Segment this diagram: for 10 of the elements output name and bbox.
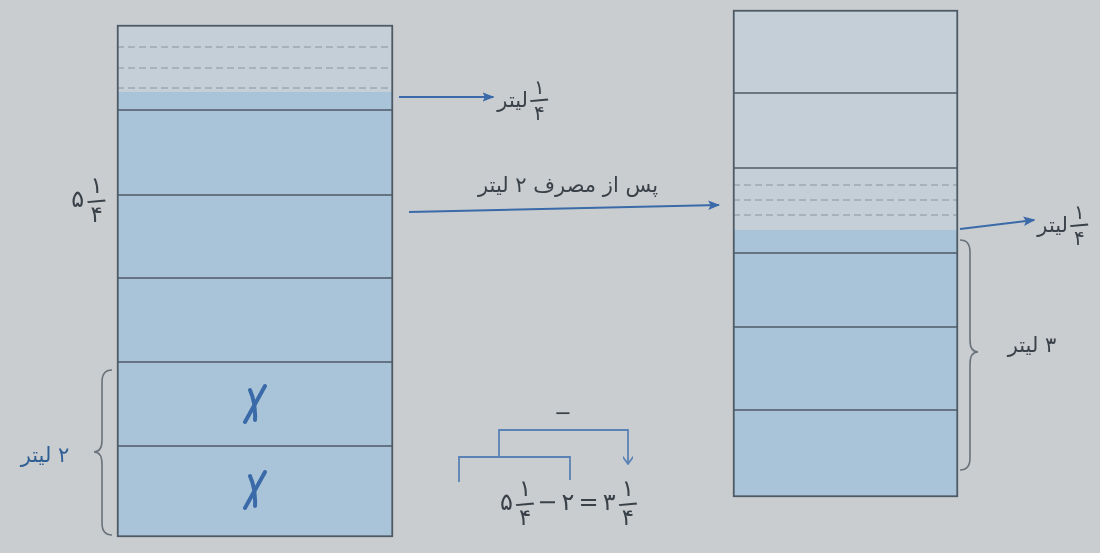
fraction: ۱/۴ [532,76,547,124]
unit-label: لیتر [1037,213,1068,237]
quantity-label: ۲ لیتر [20,443,70,467]
arrow [959,216,1036,230]
fraction: ۱/۴ [1072,201,1087,249]
quantity-label: ۳ لیتر [1007,333,1057,357]
operator-sign: − [554,401,572,425]
unit-label: لیتر [497,88,528,112]
arrow [398,92,495,102]
arrow [408,200,721,213]
